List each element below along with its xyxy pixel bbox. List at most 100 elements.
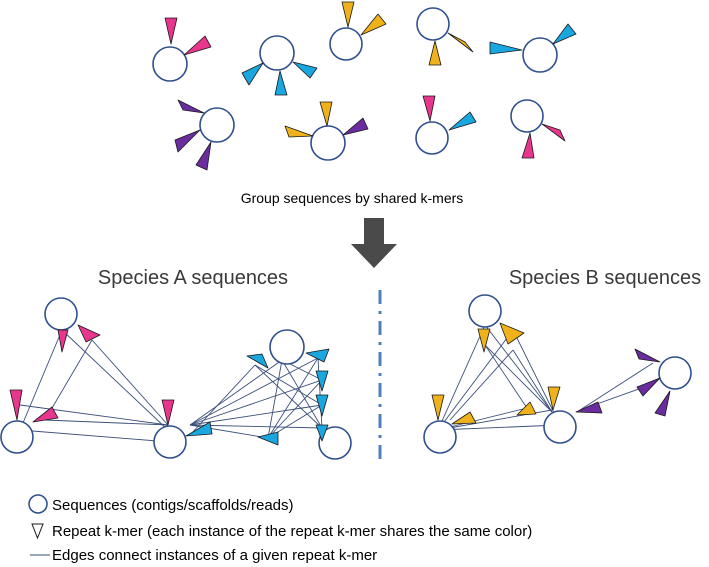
edge — [189, 424, 323, 429]
edge — [317, 357, 323, 429]
edge — [44, 419, 169, 426]
repeat-kmer-blue — [315, 424, 329, 442]
sequence-with-kmers — [284, 101, 369, 161]
repeat-kmer-blue — [315, 394, 329, 417]
edge — [91, 339, 169, 426]
sequence-node — [0, 420, 34, 454]
legend-triangle-icon — [31, 523, 44, 540]
edge — [437, 424, 561, 431]
repeat-kmer-orange — [516, 401, 537, 416]
repeat-kmer-pink — [541, 123, 566, 142]
repeat-kmer-orange — [428, 40, 442, 66]
repeat-kmer-pink — [77, 324, 101, 343]
sequence-with-kmers — [152, 17, 212, 82]
repeat-kmer-pink — [422, 95, 436, 122]
sequence-with-kmers — [415, 95, 477, 155]
edge — [437, 329, 514, 431]
repeat-kmer-purple — [575, 401, 603, 414]
sequence-node — [329, 27, 363, 61]
sequence-node — [510, 99, 544, 133]
edge — [189, 357, 319, 426]
sequence-with-kmers — [241, 35, 318, 96]
sequence-node — [259, 35, 295, 71]
legend-label: Edges connect instances of a given repea… — [52, 547, 377, 564]
edge — [579, 362, 654, 411]
legend-item-sequence: Sequences (contigs/scaffolds/reads) — [28, 494, 294, 514]
edge — [19, 329, 63, 431]
ungrouped-sequences — [152, 1, 577, 171]
repeat-kmer-purple — [342, 117, 369, 136]
sequence-with-kmers — [329, 1, 387, 61]
species-a-edges — [19, 329, 323, 443]
legend-label: Sequences (contigs/scaffolds/reads) — [52, 497, 294, 514]
repeat-kmer-blue — [185, 421, 213, 437]
sequence-node — [318, 426, 352, 460]
sequence-node — [415, 121, 449, 155]
edge — [19, 429, 171, 443]
repeat-kmer-pink — [32, 406, 59, 423]
edge — [19, 404, 169, 426]
legend-circle-icon — [28, 494, 48, 514]
repeat-kmer-pink — [9, 389, 23, 421]
repeat-kmer-blue — [241, 62, 264, 86]
repeat-kmer-orange — [547, 386, 561, 411]
edge — [254, 364, 323, 406]
legend: Sequences (contigs/scaffolds/reads) Repe… — [28, 494, 532, 564]
repeat-kmer-blue — [246, 353, 269, 369]
sequence-with-kmers — [510, 99, 566, 159]
sequence-node — [522, 37, 558, 73]
repeat-kmer-blue — [489, 41, 523, 55]
edge — [61, 329, 171, 433]
repeat-kmer-blue — [305, 348, 330, 363]
edge — [189, 364, 256, 436]
legend-label: Repeat k-mer (each instance of the repea… — [52, 523, 532, 540]
repeat-kmer-purple — [195, 141, 212, 171]
edge — [254, 364, 323, 429]
repeat-kmer-pink — [164, 17, 178, 45]
legend-item-kmer: Repeat k-mer (each instance of the repea… — [31, 523, 532, 540]
sequence-with-kmers — [489, 23, 577, 73]
repeat-kmer-blue — [448, 111, 477, 131]
sequence-node — [468, 294, 502, 328]
sequence-with-kmers — [416, 7, 474, 66]
edge — [449, 349, 514, 421]
sequence-node — [543, 410, 577, 444]
species-b-label: Species B sequences — [509, 267, 701, 289]
repeat-kmer-orange — [447, 32, 474, 53]
edge — [281, 359, 323, 429]
sequence-node — [269, 329, 305, 365]
edge — [484, 344, 553, 413]
edge — [484, 324, 553, 413]
repeat-kmer-blue — [552, 23, 577, 45]
edge — [484, 344, 528, 409]
edge — [512, 329, 561, 426]
legend-item-edge: Edges connect instances of a given repea… — [30, 547, 377, 564]
down-arrow-icon — [351, 218, 397, 268]
repeat-kmer-purple — [636, 377, 661, 397]
repeat-kmer-purple — [177, 99, 205, 114]
sequence-with-kmers — [174, 99, 235, 171]
sequence-node — [199, 107, 235, 143]
edge — [267, 359, 283, 439]
edge — [267, 357, 319, 439]
repeat-kmer-orange — [477, 328, 491, 353]
repeat-kmer-pink — [521, 132, 535, 159]
repeat-kmer-orange — [341, 1, 355, 28]
edge — [512, 349, 553, 413]
repeat-kmer-pink — [183, 35, 212, 56]
repeat-kmer-orange — [431, 394, 445, 421]
edge — [437, 324, 486, 431]
species-a-graph — [0, 297, 352, 460]
grouping-caption: Group sequences by shared k-mers — [241, 190, 464, 206]
repeat-kmer-orange — [499, 322, 525, 345]
repeat-kmer-blue — [257, 431, 279, 446]
repeat-kmer-orange — [319, 101, 333, 127]
sequence-node — [153, 425, 187, 459]
edge — [189, 379, 323, 426]
repeat-kmer-purple — [654, 390, 671, 417]
repeat-kmer-purple — [174, 129, 201, 153]
sequence-node — [310, 125, 346, 161]
repeat-kmer-pink — [57, 329, 69, 353]
sequence-node — [658, 356, 692, 390]
